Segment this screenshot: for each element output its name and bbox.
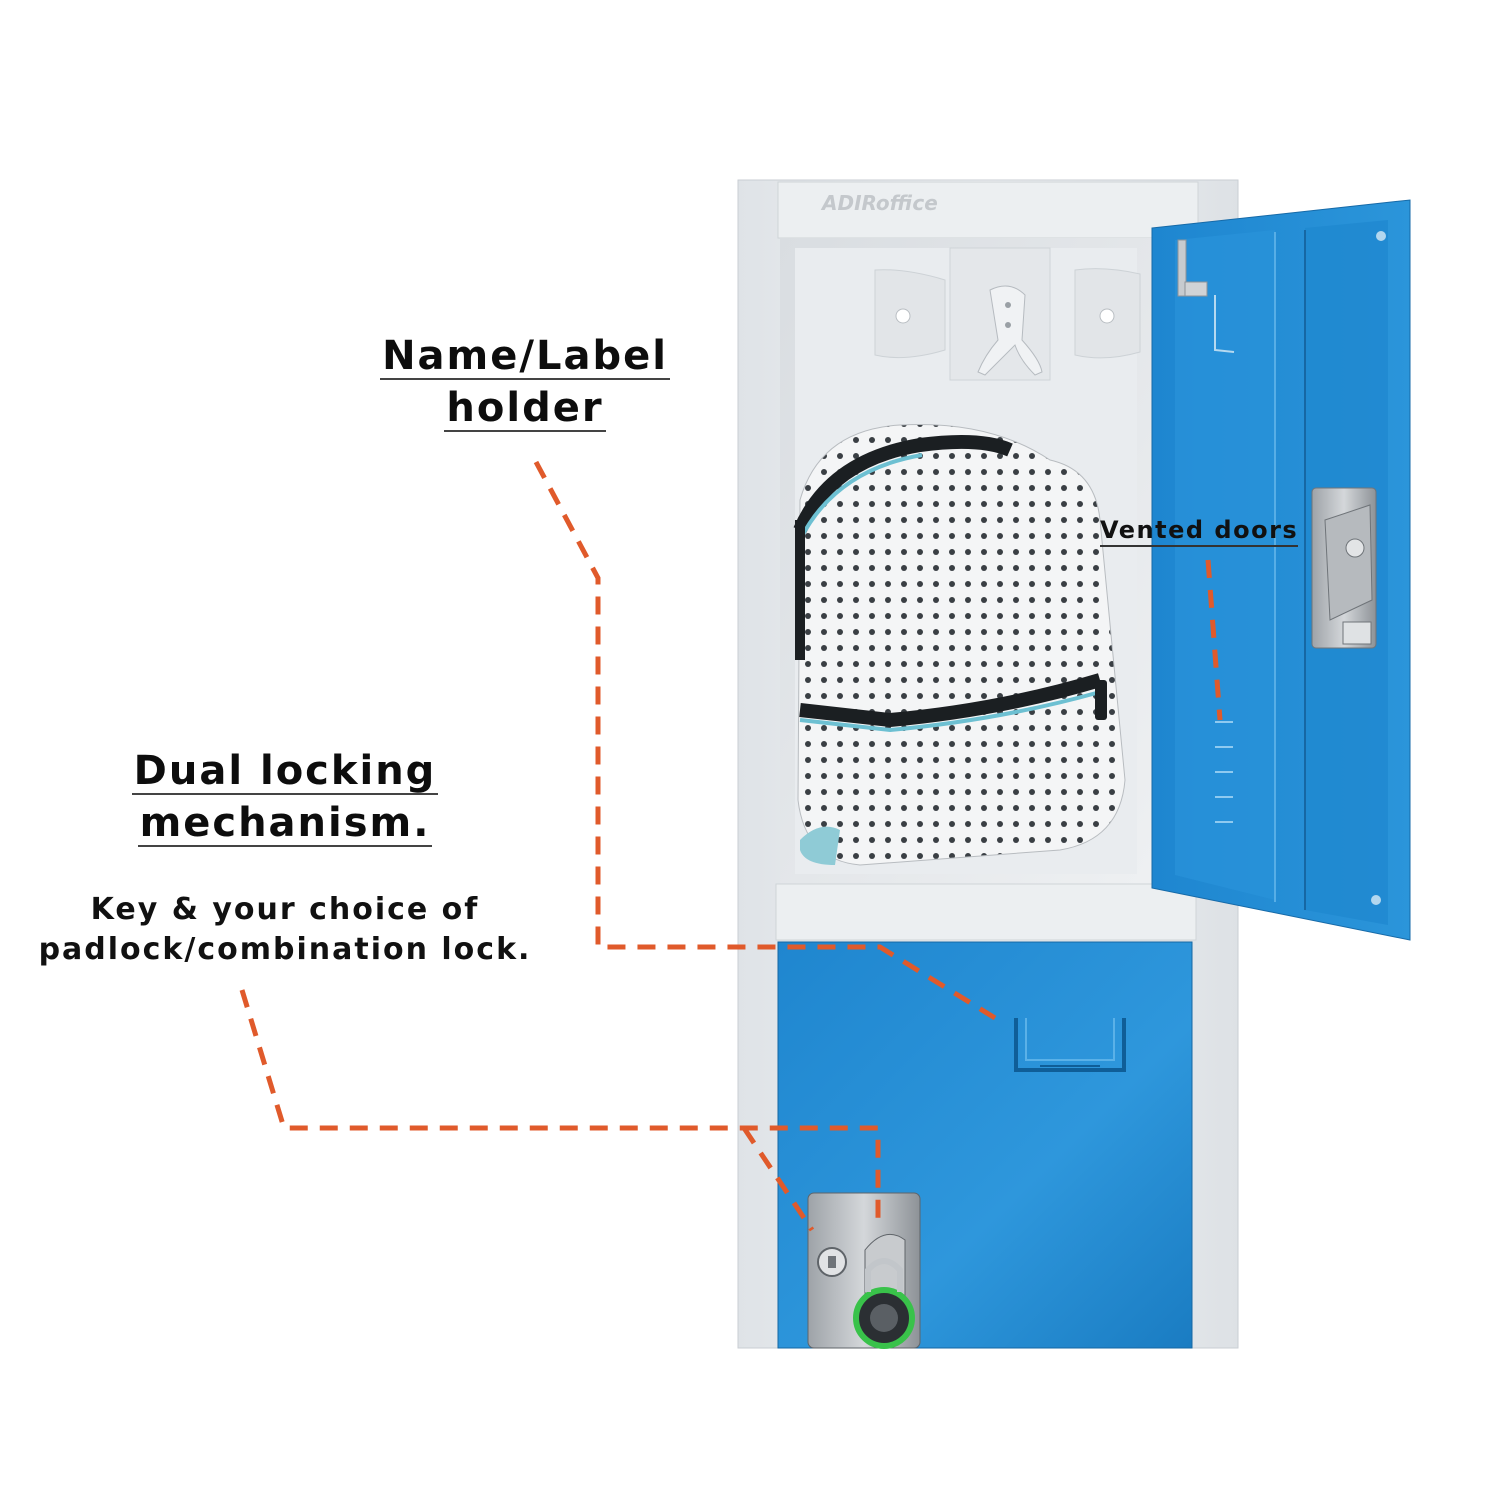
leader-lines bbox=[239, 460, 1223, 1232]
locking-leader-line bbox=[239, 989, 881, 1220]
backpack bbox=[793, 423, 1126, 866]
label-holder-title-line1: Name/Label bbox=[380, 333, 670, 380]
hook-panel bbox=[874, 247, 1141, 381]
locking-callout-title: Dual locking mechanism. bbox=[110, 745, 460, 849]
locking-title-line1: Dual locking bbox=[131, 748, 439, 795]
locking-title-line2: mechanism. bbox=[137, 800, 433, 847]
door-latch bbox=[1311, 487, 1377, 649]
upper-locker-door-open bbox=[1151, 199, 1411, 941]
coat-hook-icon bbox=[977, 285, 1043, 376]
locking-subtitle-line1: Key & your choice of bbox=[90, 892, 480, 927]
label-holder-callout-title: Name/Label holder bbox=[360, 330, 690, 434]
label-holder-leader-line bbox=[533, 460, 997, 1021]
lower-locker-door bbox=[777, 941, 1193, 1349]
dual-lock-hardware bbox=[807, 1192, 921, 1349]
label-holder-title-line2: holder bbox=[444, 385, 606, 432]
locking-subtitle-line2: padlock/combination lock. bbox=[38, 932, 532, 967]
label-holder-icon bbox=[1014, 1018, 1126, 1072]
brand-logo: ADIRoffice bbox=[820, 191, 938, 215]
vents-leader-line bbox=[1205, 559, 1223, 721]
locking-callout-subtitle: Key & your choice of padlock/combination… bbox=[20, 890, 550, 970]
door-vents bbox=[1215, 721, 1233, 823]
vented-doors-label: Vented doors bbox=[1100, 515, 1299, 547]
locking-leader-line-branch bbox=[741, 1126, 815, 1232]
